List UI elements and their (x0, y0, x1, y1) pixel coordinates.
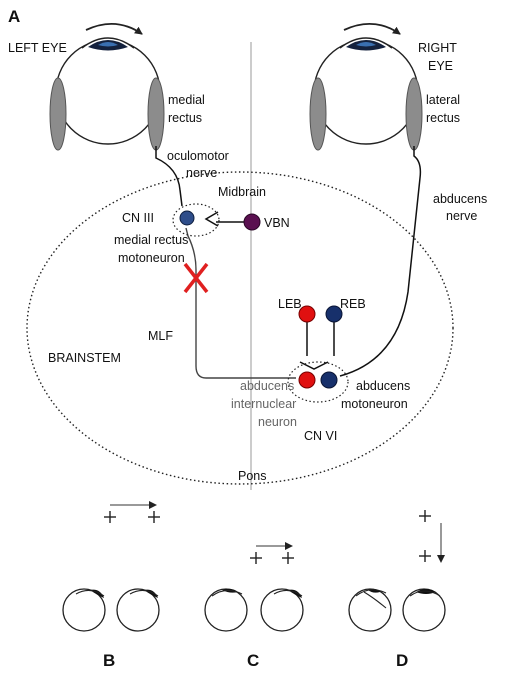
left-lateral-rectus-muscle (49, 77, 67, 151)
left-rotation-arrow (85, 23, 143, 35)
lateral-rectus-label-2: rectus (426, 111, 460, 125)
left-medial-rectus-muscle (147, 77, 165, 151)
mlf-tract (185, 227, 296, 379)
vbn-label: VBN (264, 216, 290, 230)
panel-b-right-eye (116, 588, 160, 632)
panel-c: C (204, 542, 304, 670)
panel-letter-b: B (103, 651, 115, 670)
cn3-label: CN III (122, 211, 154, 225)
abducens-nerve (339, 146, 422, 377)
reb-label: REB (340, 297, 366, 311)
abducens-nerve-label-2: nerve (446, 209, 477, 223)
right-eye-label-1: RIGHT (418, 41, 457, 55)
panel-letter-a: A (8, 7, 20, 26)
cn6-label: CN VI (304, 429, 337, 443)
left-eye-label: LEFT EYE (8, 41, 67, 55)
leb-neuron (298, 305, 316, 323)
panel-letter-c: C (247, 651, 259, 670)
abducens-motoneuron-label-1: abducens (356, 379, 410, 393)
oculomotor-nerve (155, 146, 183, 207)
lateral-rectus-label-1: lateral (426, 93, 460, 107)
right-eye-label-2: EYE (428, 59, 453, 73)
abducens-nerve-label-1: abducens (433, 192, 487, 206)
abducens-internuclear-label-1: abducens (240, 379, 294, 393)
right-rotation-arrow (343, 23, 401, 35)
cn3-synapse (204, 211, 219, 227)
abducens-internuclear-label-2: internuclear (231, 397, 296, 411)
panel-d-left-eye (348, 588, 392, 632)
left-eye: LEFT EYE medial rectus (8, 23, 205, 151)
abducens-motoneuron (320, 371, 338, 389)
right-medial-rectus-muscle (309, 77, 327, 151)
oculomotor-nerve-label-2: nerve (186, 166, 217, 180)
leb-label: LEB (278, 297, 302, 311)
panel-d: D (348, 510, 446, 670)
mlf-lesion-mark (183, 262, 209, 294)
brainstem-label: BRAINSTEM (48, 351, 121, 365)
medial-rectus-motoneuron (179, 210, 195, 226)
right-eyeball (313, 39, 419, 145)
cn3-nucleus-outline (172, 203, 220, 237)
oculomotor-nerve-label-1: oculomotor (167, 149, 229, 163)
panel-b-right-target (148, 511, 160, 523)
panel-d-right-eye (402, 588, 446, 632)
brainstem-outline (26, 171, 454, 485)
right-lateral-rectus-muscle (405, 77, 423, 151)
vbn-neuron (243, 213, 261, 231)
panel-c-left-eye (204, 588, 248, 632)
right-eye: RIGHT EYE lateral rectus (309, 23, 460, 151)
panel-d-top-target (419, 510, 431, 522)
right-iris-highlight (356, 42, 376, 47)
medial-rectus-label-1: medial (168, 93, 205, 107)
abducens-internuclear-neuron (298, 371, 316, 389)
pathways (155, 146, 422, 379)
left-eyeball (55, 39, 161, 145)
panel-c-left-target (250, 552, 262, 564)
panel-b-left-eye (62, 588, 106, 632)
mlf-label: MLF (148, 329, 173, 343)
pons-label: Pons (238, 469, 267, 483)
cn6-synapse (299, 361, 329, 370)
abducens-motoneuron-label-2: motoneuron (341, 397, 408, 411)
panel-c-right-eye (260, 588, 304, 632)
medial-rectus-motoneuron-label-1: medial rectus (114, 233, 188, 247)
cn6-nucleus-outline (287, 361, 349, 403)
panel-b-left-target (104, 511, 116, 523)
panel-b: B (62, 501, 160, 670)
panel-d-bottom-target (419, 550, 431, 562)
medial-rectus-motoneuron-label-2: motoneuron (118, 251, 185, 265)
medial-rectus-label-2: rectus (168, 111, 202, 125)
reb-neuron (325, 305, 343, 323)
abducens-internuclear-label-3: neuron (258, 415, 297, 429)
panel-letter-d: D (396, 651, 408, 670)
midbrain-label: Midbrain (218, 185, 266, 199)
left-iris-highlight (98, 42, 118, 47)
panel-c-right-target (282, 552, 294, 564)
